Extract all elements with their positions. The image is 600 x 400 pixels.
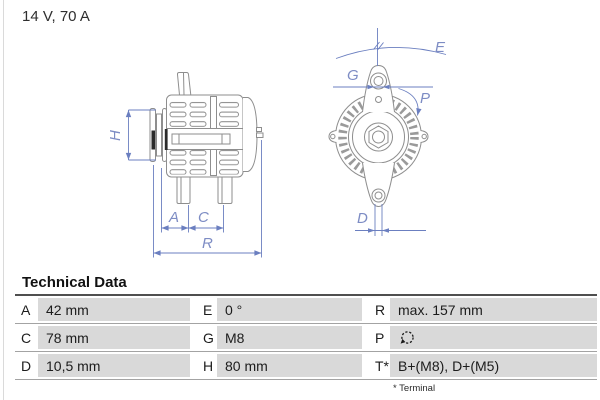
terminal-stud <box>256 127 262 132</box>
shaft-hex-nut <box>368 125 389 149</box>
dim-label-g: G <box>347 67 359 84</box>
dim-arc-e <box>335 46 447 59</box>
table-row: D 10,5 mm H 80 mm T* B+(M8), D+(M5) <box>15 352 597 380</box>
cell-value: 80 mm <box>217 354 362 377</box>
dim-label-r: R <box>202 235 213 252</box>
mount-ear-right <box>420 130 429 143</box>
cell-value-rotation <box>390 326 597 349</box>
side-view-drawing <box>149 72 264 204</box>
front-view-drawing <box>328 64 429 208</box>
table-row: C 78 mm G M8 P <box>15 324 597 352</box>
alternator-technical-drawing: H A C R <box>107 28 447 258</box>
dim-label-p: P <box>420 90 430 107</box>
mount-ear-left <box>328 130 337 143</box>
cell-value: B+(M8), D+(M5) <box>390 354 597 377</box>
technical-data-heading: Technical Data <box>22 274 127 291</box>
cell-value: 42 mm <box>38 298 190 321</box>
dim-label-e: E <box>435 39 446 56</box>
page-left-border <box>3 0 4 400</box>
terminal-footnote: * Terminal <box>393 383 436 394</box>
technical-data-table: A 42 mm E 0 ° R max. 157 mm C 78 mm G M8… <box>15 294 597 394</box>
cell-value: M8 <box>217 326 362 349</box>
dim-label-d: D <box>357 210 368 227</box>
mount-foot-right <box>217 177 233 204</box>
cell-label: T* <box>369 354 390 377</box>
dim-label-h: H <box>107 130 124 141</box>
cell-label: G <box>197 326 217 349</box>
cell-value: 0 ° <box>217 298 362 321</box>
dim-label-a: A <box>168 209 179 226</box>
cell-value: max. 157 mm <box>390 298 597 321</box>
cell-value: 78 mm <box>38 326 190 349</box>
mount-foot-left <box>176 177 191 204</box>
pulley <box>149 108 168 162</box>
rotation-direction-icon <box>400 331 414 344</box>
rotation-arrow-p <box>398 88 422 116</box>
side-view-dimensions <box>125 109 262 258</box>
cell-label: D <box>15 354 38 377</box>
page-title: 14 V, 70 A <box>22 8 90 25</box>
cell-label: H <box>197 354 217 377</box>
cell-value: 10,5 mm <box>38 354 190 377</box>
dim-label-c: C <box>198 209 209 226</box>
cell-label: R <box>369 298 390 321</box>
mount-lug <box>176 72 192 96</box>
cell-label: A <box>15 298 38 321</box>
cell-label: C <box>15 326 38 349</box>
cell-label: E <box>197 298 217 321</box>
cell-label: P <box>369 326 390 349</box>
front-view-dimensions <box>333 28 447 236</box>
mount-ear-bottom <box>362 162 395 208</box>
table-row: A 42 mm E 0 ° R max. 157 mm <box>15 296 597 324</box>
rear-cover <box>243 97 258 172</box>
